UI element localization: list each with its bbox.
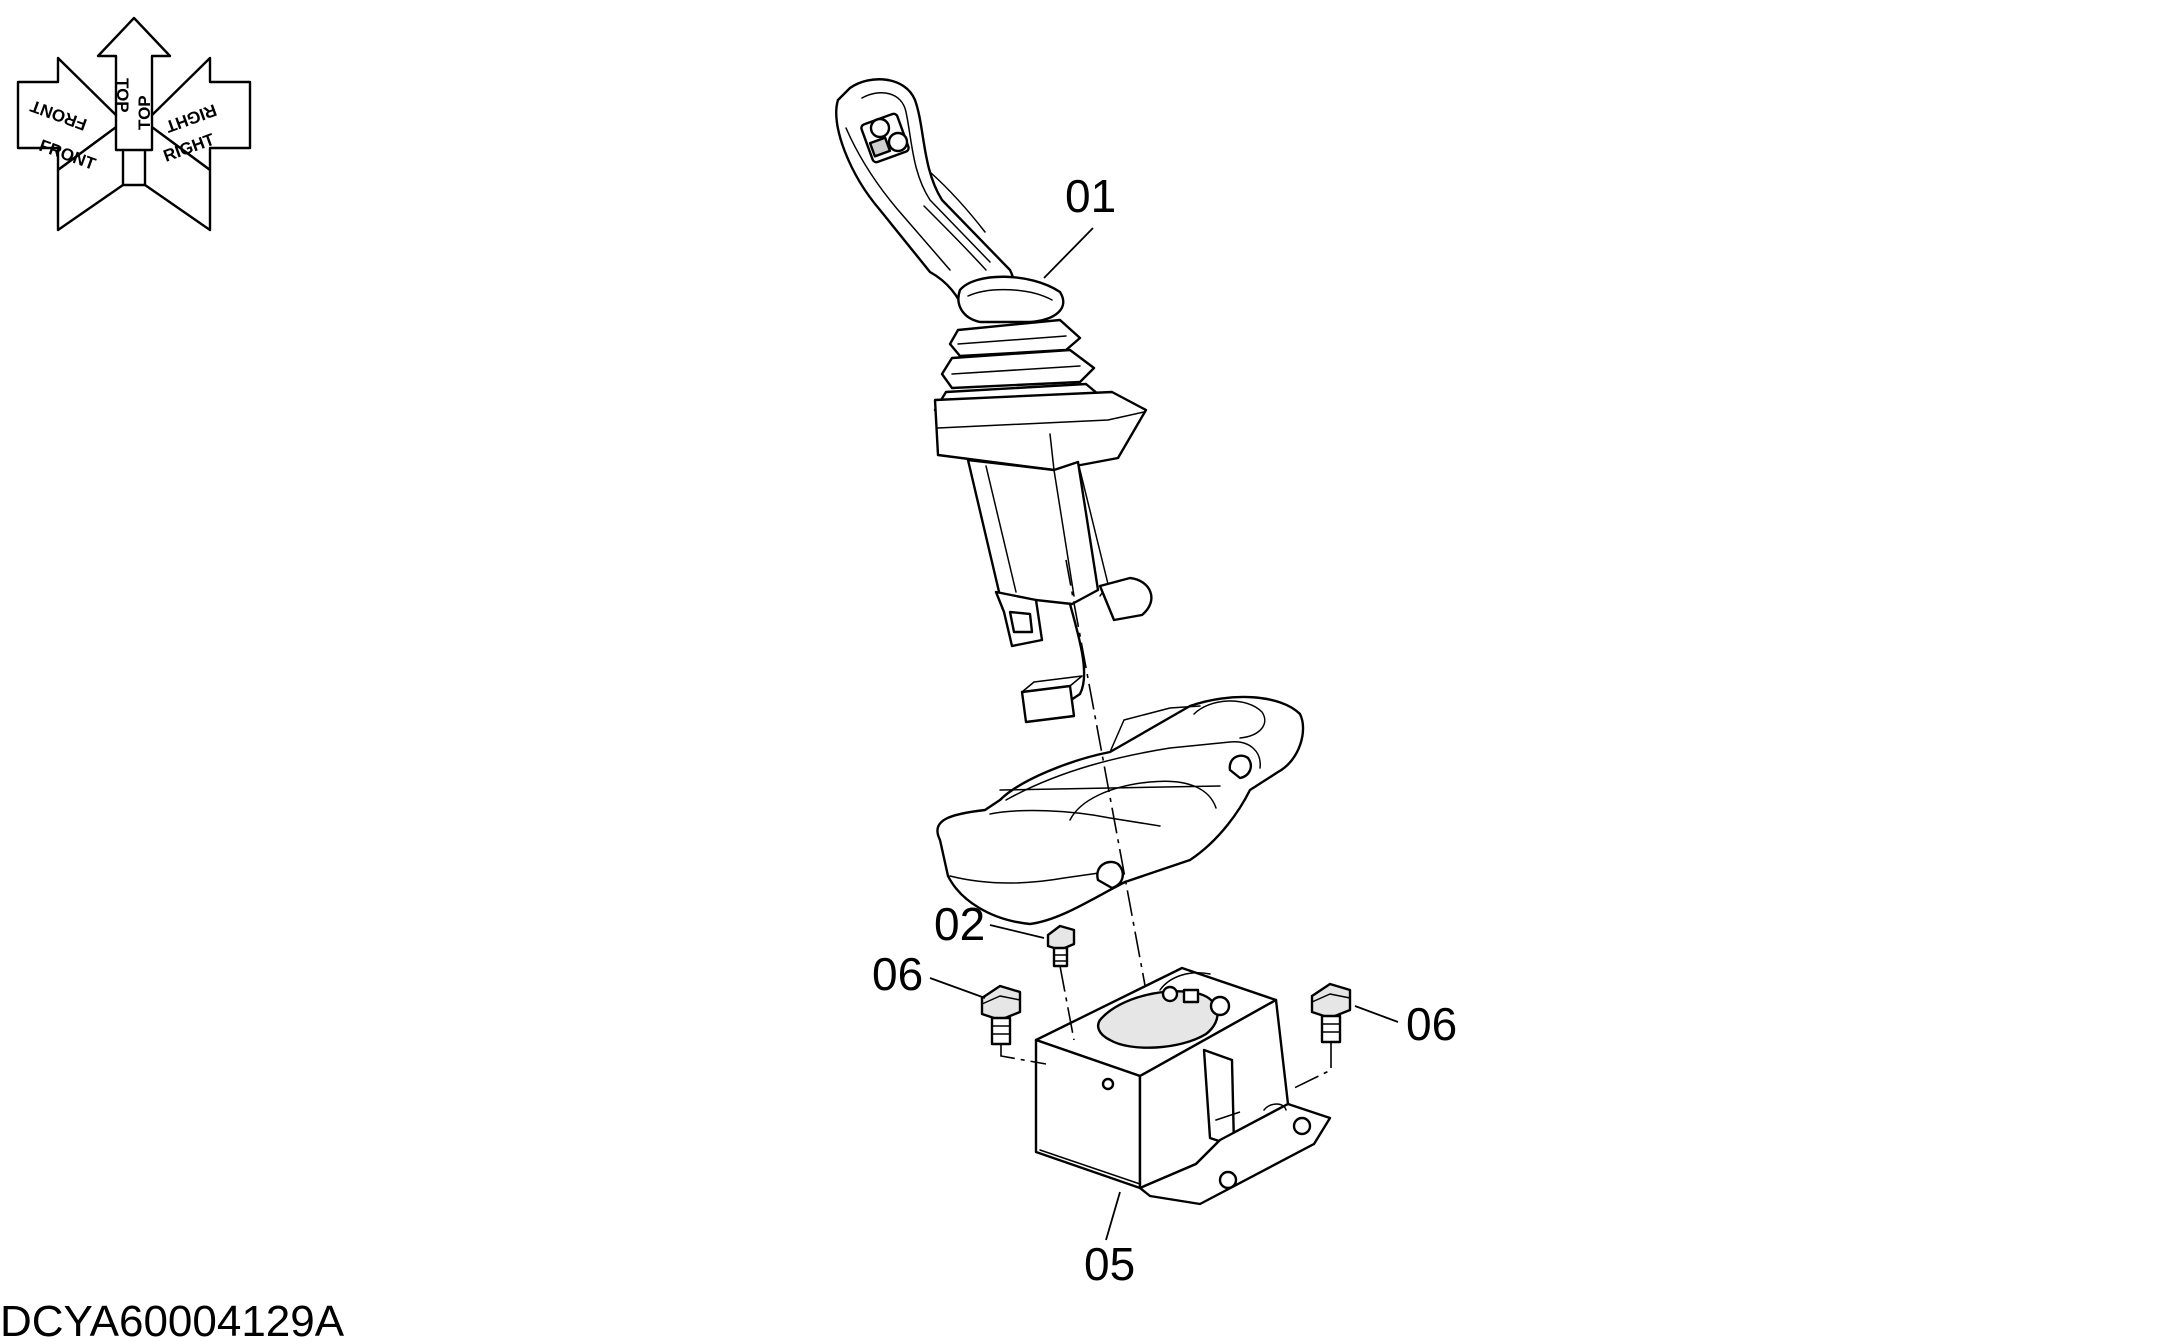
screw-02-drawing — [1046, 924, 1076, 968]
callout-01: 01 — [1065, 170, 1116, 222]
callout-06-right: 06 — [1406, 998, 1457, 1050]
callout-06-left: 06 — [872, 948, 923, 1000]
leader-01 — [1043, 227, 1094, 279]
bolt-06-right-drawing — [1310, 982, 1352, 1044]
leader-02 — [989, 924, 1045, 939]
callout-05: 05 — [1084, 1238, 1135, 1290]
bolt-06-left-drawing — [980, 984, 1022, 1046]
bolt-06-right-path — [1289, 1042, 1332, 1091]
orientation-indicator: FRONT FRONT TOP TOP RIGHT RIGHT — [16, 16, 252, 232]
orientation-top-label: TOP — [135, 95, 154, 130]
callout-02: 02 — [934, 898, 985, 950]
console-cover-drawing — [936, 695, 1305, 926]
leader-06-left — [929, 977, 986, 999]
joystick-lever-drawing — [835, 78, 1153, 724]
mounting-bracket-drawing — [1034, 966, 1332, 1206]
screw-02-lower-path — [1209, 1111, 1241, 1123]
leader-06-right — [1354, 1005, 1399, 1023]
leader-05 — [1105, 1191, 1121, 1241]
screw-02-path — [1059, 965, 1075, 1041]
document-id: DCYA60004129A — [0, 1297, 345, 1344]
bolt-06-left-path — [1000, 1044, 1047, 1065]
orientation-top-label-mirror: TOP — [113, 78, 132, 113]
